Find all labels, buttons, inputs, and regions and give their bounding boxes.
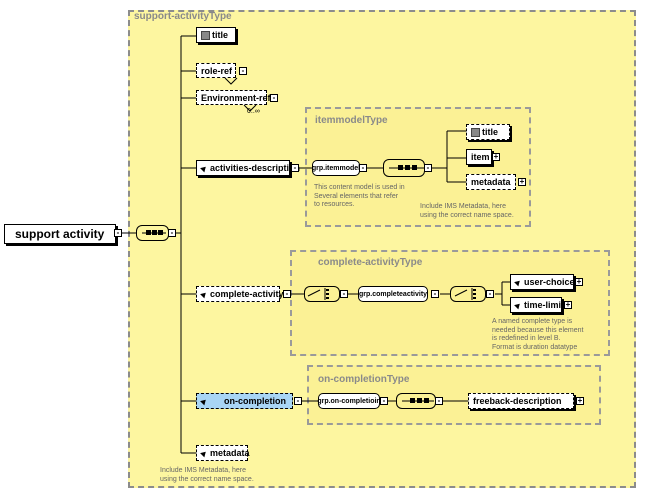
on-completion-sequence-toggle[interactable]: - <box>435 397 443 405</box>
reference-arrow-icon <box>200 164 208 172</box>
reference-arrow-icon-5 <box>200 397 208 405</box>
environment-ref-element[interactable]: Environment-ref <box>196 90 271 105</box>
user-choice-expand-toggle[interactable]: + <box>575 277 583 286</box>
complete-activity-element[interactable]: complete-activity <box>196 286 284 302</box>
itemmodel-sequence-compositor[interactable] <box>383 159 425 177</box>
time-limit-element[interactable]: time-limit <box>510 297 564 313</box>
reference-arrow-icon-3 <box>514 278 522 286</box>
complete-activity-toggle[interactable]: - <box>283 290 291 298</box>
itemmodel-type-label: itemmodelType <box>315 115 388 126</box>
inner-choice-compositor[interactable] <box>450 286 486 302</box>
complete-activity-type-label: complete-activityType <box>318 257 423 268</box>
environment-ref-toggle[interactable]: - <box>270 94 278 102</box>
inner-metadata-expand-toggle[interactable]: + <box>518 177 526 186</box>
role-ref-element[interactable]: role-ref <box>196 63 236 78</box>
itemmodel-group[interactable]: grp.itemmodel <box>312 160 360 176</box>
complete-choice-toggle[interactable]: - <box>340 290 348 298</box>
on-completion-element[interactable]: on-completion <box>196 393 293 409</box>
on-completion-group[interactable]: grp.on-completioin <box>317 393 381 409</box>
freeback-description-expand-toggle[interactable]: + <box>576 396 584 405</box>
on-completion-group-toggle[interactable]: - <box>380 397 388 405</box>
title-element[interactable]: title <box>196 27 236 43</box>
itemmodel-sequence-toggle[interactable]: - <box>424 164 432 172</box>
root-collapse-toggle[interactable]: - <box>114 229 122 237</box>
completeactivity-group-toggle[interactable]: - <box>431 290 439 298</box>
item-expand-toggle[interactable]: + <box>492 152 500 161</box>
activities-description-element[interactable]: activities-description <box>196 160 300 176</box>
completeactivity-group[interactable]: grp.completeactivity <box>358 286 428 302</box>
text-content-icon-inner <box>471 127 480 137</box>
reference-arrow-icon-4 <box>514 301 522 309</box>
itemmodel-group-toggle[interactable]: - <box>359 164 367 172</box>
on-completion-toggle[interactable]: - <box>294 397 302 405</box>
inner-title-element[interactable]: title <box>466 124 510 140</box>
support-activity-label: support activity <box>15 227 105 241</box>
support-activity-root-element[interactable]: support activity <box>4 224 116 244</box>
complete-choice-compositor[interactable] <box>304 286 340 302</box>
inner-metadata-element[interactable]: metadata <box>466 174 516 190</box>
metadata-element[interactable]: metadata <box>196 445 250 461</box>
user-choice-element[interactable]: user-choice <box>510 274 575 290</box>
item-element[interactable]: item <box>466 149 492 165</box>
on-completion-type-label: on-completionType <box>318 374 410 385</box>
reference-arrow-icon-2 <box>200 290 208 298</box>
root-sequence-compositor[interactable] <box>136 225 169 241</box>
time-limit-expand-toggle[interactable]: + <box>564 300 572 309</box>
support-activity-type-label: support-activityType <box>134 11 232 22</box>
on-completion-sequence-compositor[interactable] <box>396 393 436 409</box>
role-ref-toggle[interactable]: - <box>239 67 247 75</box>
root-sequence-toggle[interactable]: - <box>168 229 176 237</box>
freeback-description-element[interactable]: freeback-description <box>468 393 574 409</box>
environment-ref-cardinality: 0..∞ <box>247 108 260 115</box>
reference-arrow-icon-6 <box>200 449 208 457</box>
activities-description-toggle[interactable]: - <box>291 164 299 172</box>
inner-choice-toggle[interactable]: - <box>486 290 494 298</box>
text-content-icon <box>201 30 210 40</box>
